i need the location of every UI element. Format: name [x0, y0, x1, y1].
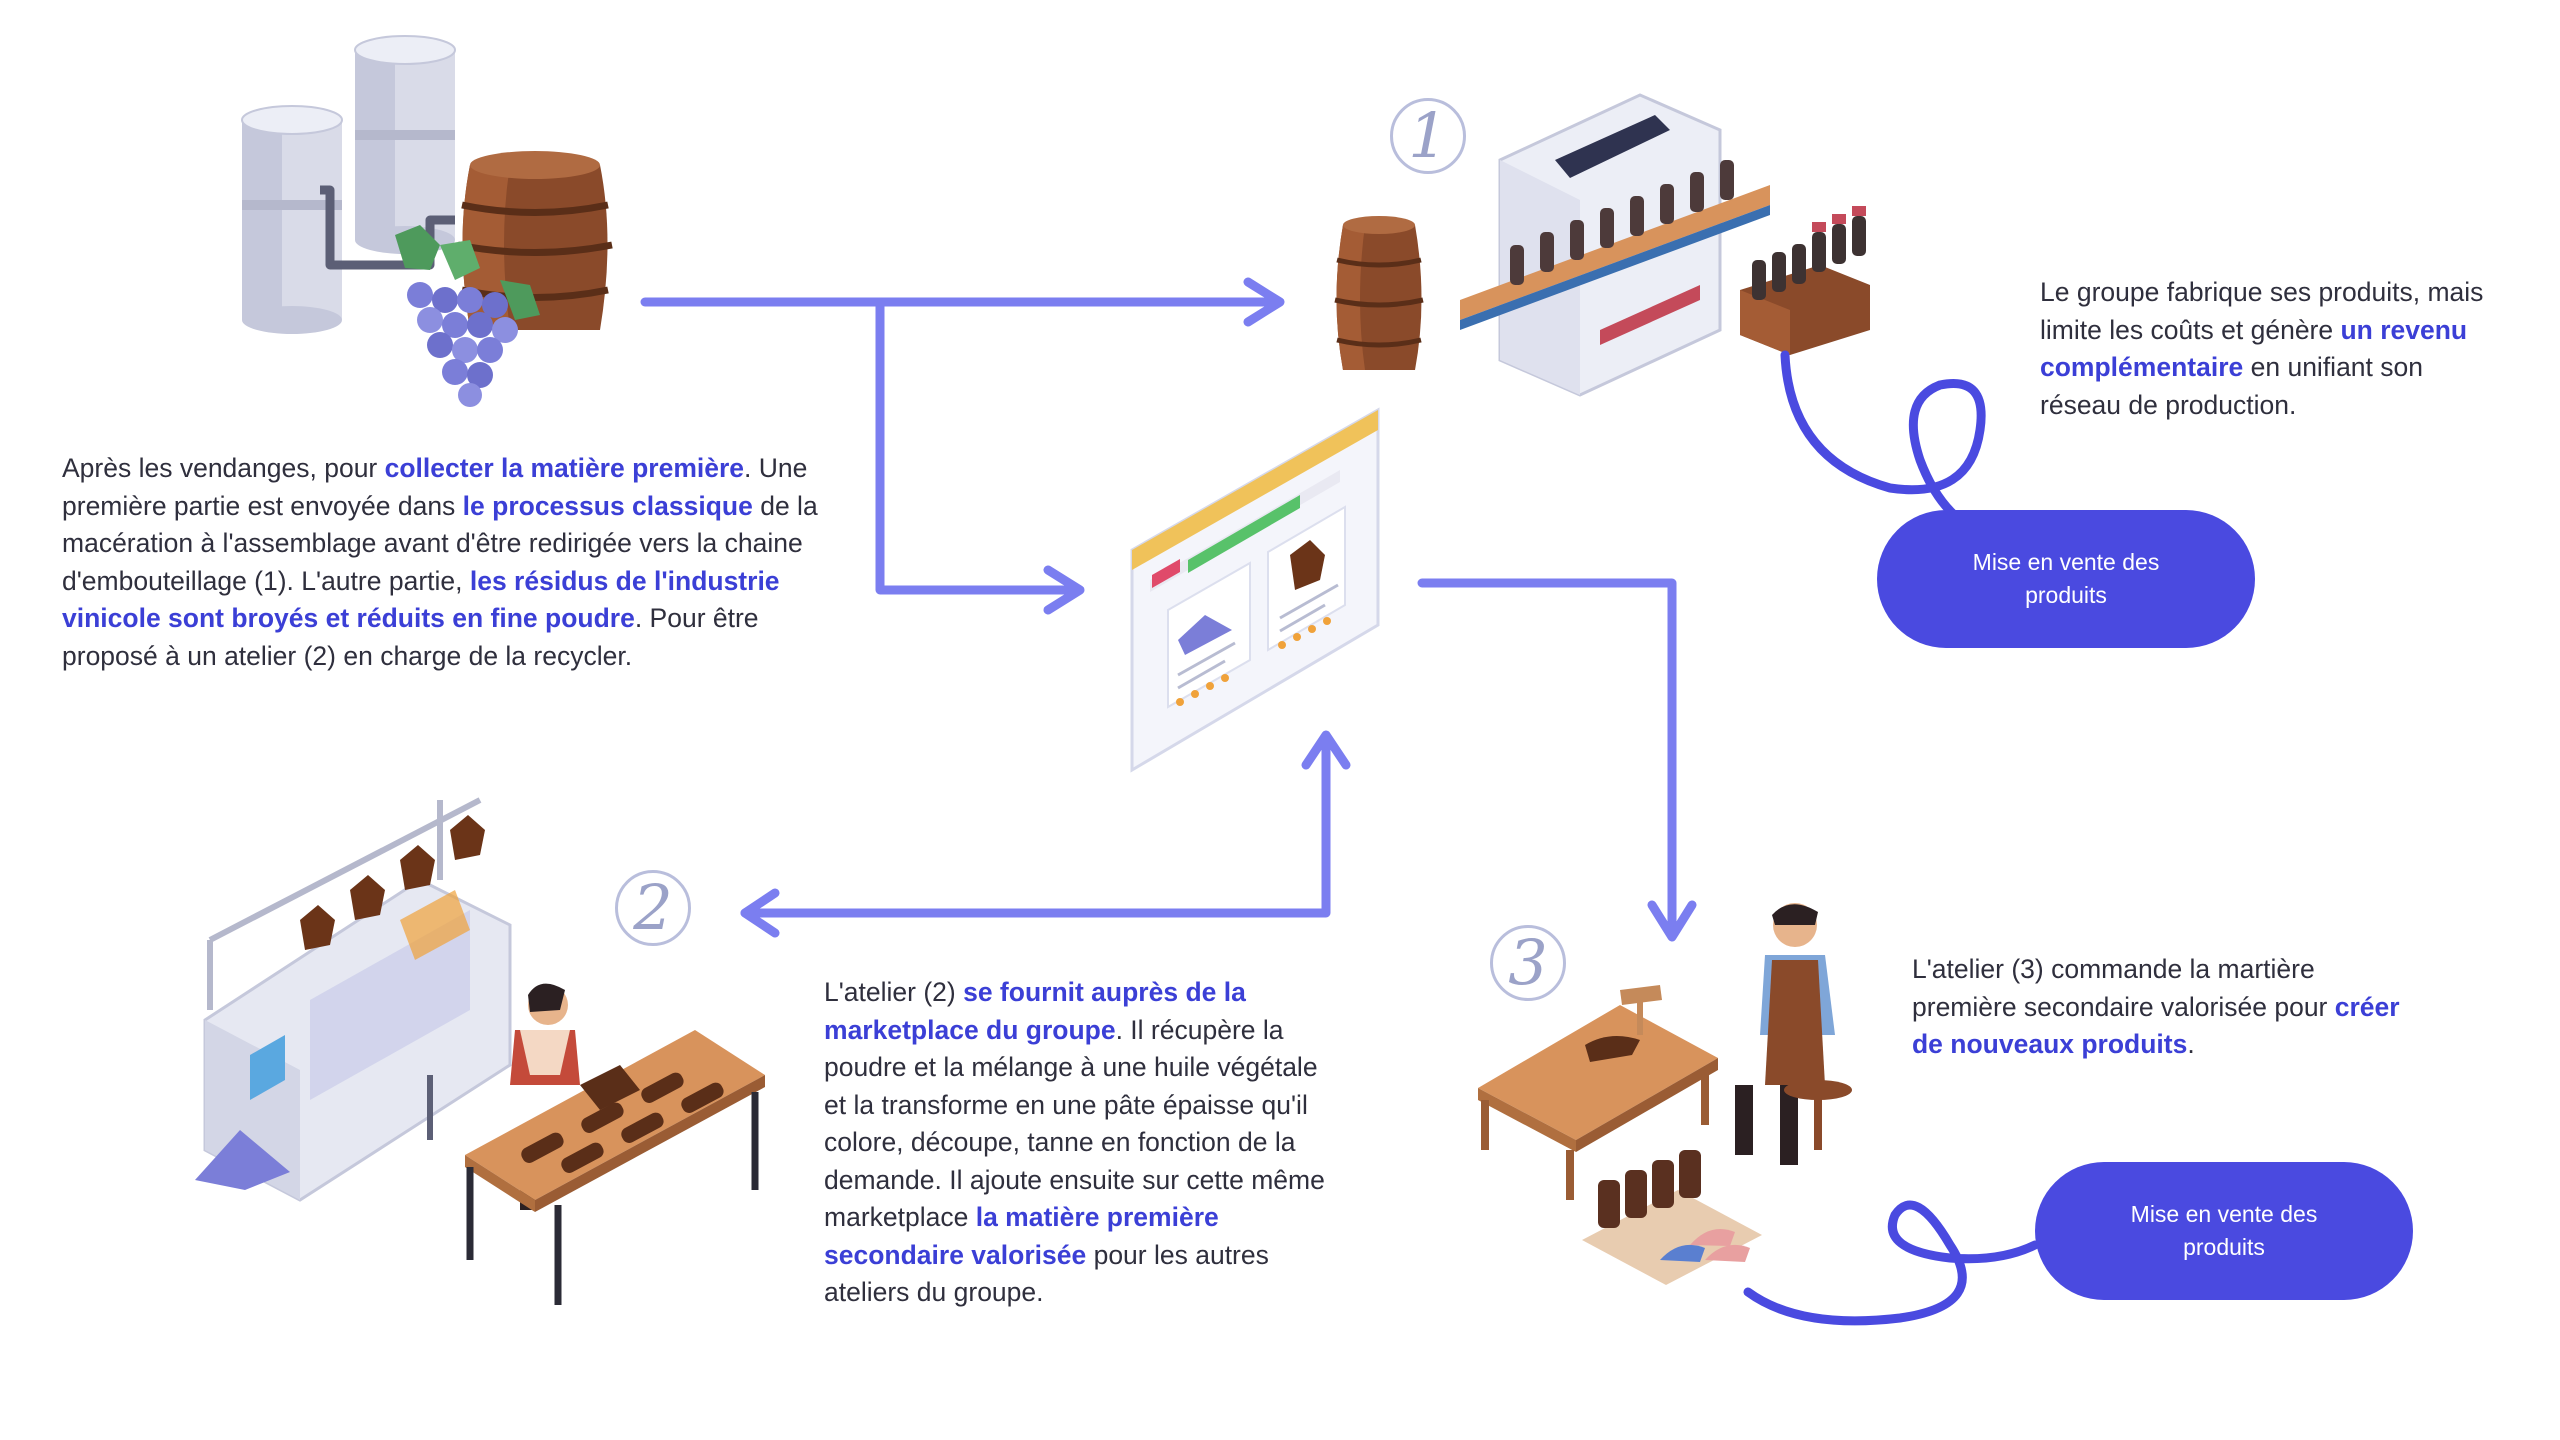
atelier-3-description: L'atelier (3) commande la martière premi…: [1912, 951, 2412, 1064]
sale-button-bottom[interactable]: Mise en vente des produits: [2035, 1162, 2413, 1300]
winery-illustration: [241, 35, 613, 407]
harvest-text-3: de la macération à l'assemblage avant d'…: [62, 490, 818, 596]
flow-arrows: [640, 277, 1697, 942]
leather-workshop-illustration: [195, 797, 765, 1305]
arrowhead-to-marketplace: [1043, 565, 1085, 615]
shoemaker-man: [1735, 903, 1852, 1165]
barrel-small: [1334, 216, 1424, 370]
step-label-1: 1: [1390, 98, 1466, 174]
harvest-text-1: Après les vendanges, pour: [62, 453, 385, 483]
harvest-description: Après les vendanges, pour collecter la m…: [62, 450, 822, 675]
sale-button-top[interactable]: Mise en vente des produits: [1877, 510, 2255, 648]
shoemaker-illustration: [1478, 903, 1852, 1285]
step-label-2: 2: [615, 870, 691, 946]
atelier-2-highlight-1: se fournit auprès de la marketplace du g…: [824, 977, 1246, 1045]
shoemaker-table: [1478, 985, 1718, 1200]
atelier-3-highlight-1: créer de nouveaux produits: [1912, 991, 2400, 1060]
work-table: [465, 1030, 765, 1305]
group-highlight-1: un revenu complémentaire: [2040, 314, 2468, 383]
atelier-2-highlight-2: la matière première secondaire valorisée: [824, 1202, 1219, 1270]
group-description: Le groupe fabrique ses produits, mais li…: [2040, 274, 2510, 424]
arrow-to-atelier-3: [1417, 578, 1677, 940]
group-text-1: Le groupe fabrique ses produits, mais li…: [2040, 277, 2484, 345]
pipe: [320, 185, 455, 270]
marketplace-illustration: [1130, 407, 1380, 773]
harvest-highlight-2: le processus classique: [462, 490, 753, 521]
shoe-shelf: [1582, 1150, 1762, 1285]
atelier-3-text-2: .: [2187, 1029, 2195, 1059]
atelier-3-text-1: L'atelier (3) commande la martière premi…: [1912, 954, 2335, 1022]
powder-pile: [195, 1130, 290, 1190]
arrowhead-to-atelier-3: [1647, 900, 1697, 942]
step-label-3: 3: [1490, 925, 1566, 1001]
sale-button-bottom-label: Mise en vente des produits: [2130, 1201, 2318, 1260]
arrowhead-marketplace-up: [1301, 730, 1351, 770]
arrow-to-marketplace: [875, 297, 1080, 595]
atelier-2-description: L'atelier (2) se fournit auprès de la ma…: [824, 974, 1344, 1312]
wine-crate: [1740, 206, 1870, 355]
grapes: [395, 225, 540, 407]
harvest-highlight-3: les résidus de l'industrie vinicole sont…: [62, 565, 780, 634]
arrowhead-to-atelier-2: [740, 888, 780, 938]
harvest-text-2: . Une première partie est envoyée dans: [62, 453, 808, 521]
wine-tank-left: [241, 105, 343, 334]
arrow-marketplace-to-atelier-2: [740, 740, 1331, 918]
sale-button-top-label: Mise en vente des produits: [1972, 549, 2160, 608]
bottling-machine: [1460, 93, 1770, 397]
arrowhead-to-bottling: [1243, 277, 1285, 327]
atelier-2-text-2: . Il récupère la poudre et la mélange à …: [824, 1014, 1325, 1233]
curly-connector-top: [1780, 350, 1986, 525]
atelier-2-text-3: pour les autres ateliers du groupe.: [824, 1239, 1269, 1308]
curly-connector-bottom: [1743, 1200, 2040, 1326]
hanging-leather-pieces: [300, 815, 485, 950]
harvest-highlight-1: collecter la matière première: [384, 453, 745, 483]
atelier-2-text-1: L'atelier (2): [824, 977, 964, 1007]
group-text-2: en unifiant son réseau de production.: [2040, 352, 2423, 420]
harvest-text-4: . Pour être proposé à un atelier (2) en …: [62, 603, 759, 671]
bottling-illustration: [1334, 93, 1870, 397]
